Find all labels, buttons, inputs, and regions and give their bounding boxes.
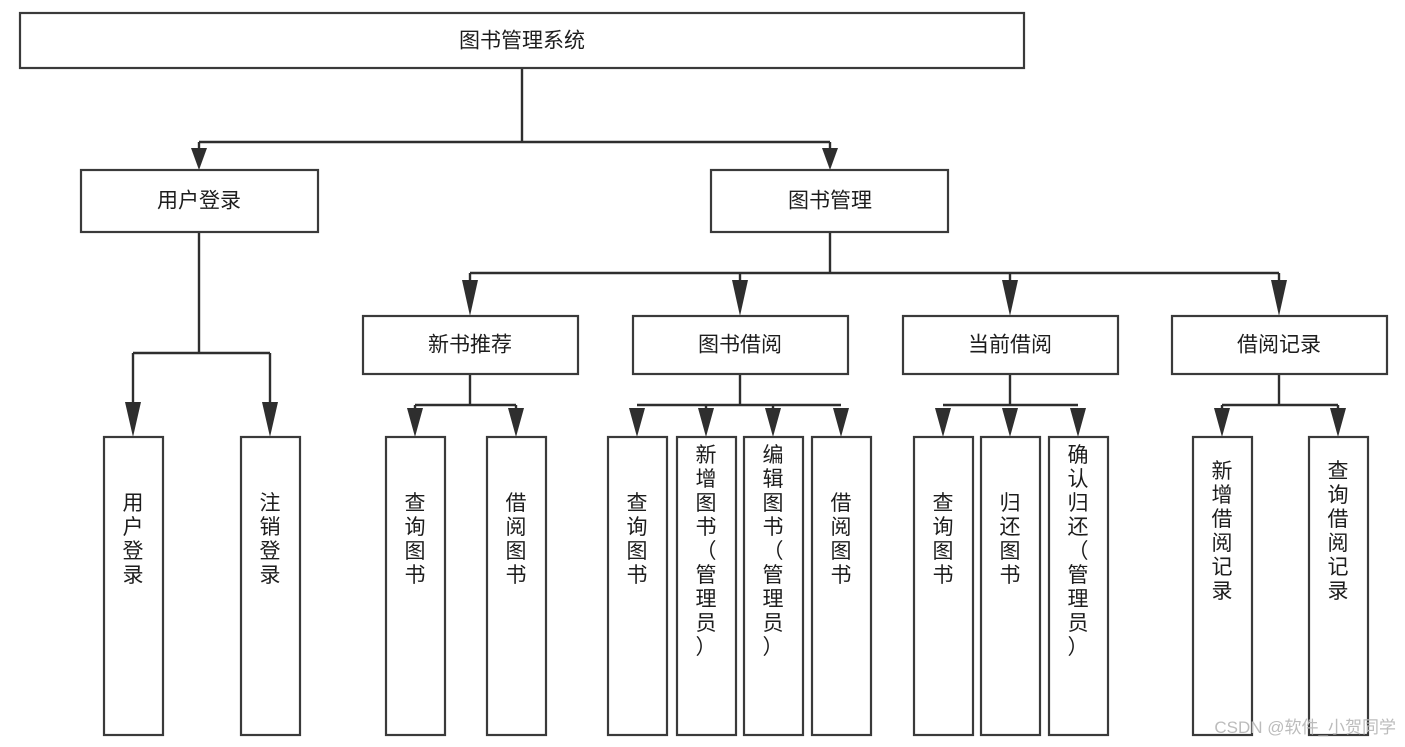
arrow-head-to-user-login (191, 148, 207, 170)
node-book-manage-label: 图书管理 (788, 190, 872, 213)
node-root-label: 图书管理系统 (459, 30, 585, 53)
node-leaf-borrow-book-1-box[interactable] (485, 435, 548, 737)
node-leaf-confirm-return-box[interactable] (1047, 435, 1110, 737)
arrow-head-to-leaf-edit-book (765, 408, 781, 437)
arrow-head-to-leaf-query-book-3 (935, 408, 951, 437)
node-leaf-query-book-3[interactable]: 查询图书 (912, 435, 975, 737)
node-book-borrow-box[interactable] (631, 314, 850, 376)
arrow-head-to-new-book-recommend (462, 280, 478, 316)
arrow-head-to-leaf-confirm-return (1070, 408, 1086, 437)
connector-group-book-manage (462, 232, 1287, 316)
node-book-manage[interactable]: 图书管理 (709, 168, 950, 234)
node-leaf-add-record-box[interactable] (1191, 435, 1254, 737)
node-user-login[interactable]: 用户登录 (79, 168, 320, 234)
node-leaf-query-record[interactable]: 查询借阅记录 (1307, 435, 1370, 737)
connector-group-borrow-record (1214, 374, 1346, 437)
node-leaf-add-record[interactable]: 新增借阅记录 (1191, 435, 1254, 737)
arrow-head-to-book-borrow (732, 280, 748, 316)
node-leaf-logout-label: 注销登录 (260, 492, 281, 587)
node-current-borrow[interactable]: 当前借阅 (901, 314, 1120, 376)
node-leaf-edit-book[interactable]: 编辑图书（管理员） (742, 435, 805, 737)
node-leaf-logout-box[interactable] (239, 435, 302, 737)
node-borrow-record-box[interactable] (1170, 314, 1389, 376)
node-leaf-query-book-3-label: 查询图书 (933, 492, 954, 587)
node-current-borrow-label: 当前借阅 (968, 334, 1052, 357)
node-borrow-record-label: 借阅记录 (1237, 334, 1321, 357)
node-user-login-box[interactable] (79, 168, 320, 234)
node-leaf-confirm-return-label: 确认归还（管理员） (1068, 444, 1089, 659)
node-leaf-logout[interactable]: 注销登录 (239, 435, 302, 737)
node-leaf-query-book-1[interactable]: 查询图书 (384, 435, 447, 737)
node-leaf-add-book[interactable]: 新增图书（管理员） (675, 435, 738, 737)
node-leaf-user-login-box[interactable] (102, 435, 165, 737)
arrow-head-to-current-borrow (1002, 280, 1018, 316)
node-new-book-recommend-box[interactable] (361, 314, 580, 376)
arrow-head-to-leaf-logout (262, 402, 278, 437)
arrow-head-to-leaf-add-book (698, 408, 714, 437)
node-leaf-borrow-book-2-label: 借阅图书 (831, 492, 852, 587)
arrow-head-to-leaf-query-book-2 (629, 408, 645, 437)
node-leaf-user-login-label: 用户登录 (123, 492, 144, 587)
arrow-head-to-leaf-return-book (1002, 408, 1018, 437)
arrow-head-to-borrow-record (1271, 280, 1287, 316)
node-leaf-query-record-label: 查询借阅记录 (1328, 460, 1349, 603)
node-leaf-user-login[interactable]: 用户登录 (102, 435, 165, 737)
node-book-borrow[interactable]: 图书借阅 (631, 314, 850, 376)
node-new-book-recommend[interactable]: 新书推荐 (361, 314, 580, 376)
arrow-head-to-leaf-query-record (1330, 408, 1346, 437)
node-leaf-return-book-box[interactable] (979, 435, 1042, 737)
connector-group-root (191, 68, 838, 170)
node-leaf-borrow-book-1-label: 借阅图书 (506, 492, 527, 587)
node-leaf-return-book-label: 归还图书 (1000, 492, 1021, 587)
node-borrow-record[interactable]: 借阅记录 (1170, 314, 1389, 376)
node-current-borrow-box[interactable] (901, 314, 1120, 376)
node-new-book-recommend-label: 新书推荐 (428, 334, 512, 357)
node-user-login-label: 用户登录 (157, 190, 241, 213)
connector-group-new-book-recommend (407, 374, 524, 437)
connector-group-user-login (125, 232, 278, 437)
node-leaf-confirm-return[interactable]: 确认归还（管理员） (1047, 435, 1110, 737)
node-root-box[interactable] (18, 11, 1026, 70)
connector-group-book-borrow (629, 374, 849, 437)
node-leaf-query-book-1-box[interactable] (384, 435, 447, 737)
node-leaf-query-book-2[interactable]: 查询图书 (606, 435, 669, 737)
node-leaf-query-book-3-box[interactable] (912, 435, 975, 737)
connector-group-current-borrow (935, 374, 1086, 437)
arrow-head-to-leaf-user-login (125, 402, 141, 437)
node-leaf-edit-book-label: 编辑图书（管理员） (763, 444, 784, 659)
node-root[interactable]: 图书管理系统 (18, 11, 1026, 70)
arrow-head-to-book-manage (822, 148, 838, 170)
node-leaf-query-record-box[interactable] (1307, 435, 1370, 737)
arrow-head-to-leaf-add-record (1214, 408, 1230, 437)
node-leaf-edit-book-box[interactable] (742, 435, 805, 737)
node-leaf-borrow-book-2[interactable]: 借阅图书 (810, 435, 873, 737)
node-book-borrow-label: 图书借阅 (698, 334, 782, 357)
node-leaf-return-book[interactable]: 归还图书 (979, 435, 1042, 737)
node-leaf-query-book-2-box[interactable] (606, 435, 669, 737)
node-leaf-add-record-label: 新增借阅记录 (1212, 460, 1233, 603)
node-leaf-query-book-1-label: 查询图书 (405, 492, 426, 587)
arrow-head-to-leaf-borrow-book-1 (508, 408, 524, 437)
node-leaf-borrow-book-1[interactable]: 借阅图书 (485, 435, 548, 737)
node-book-manage-box[interactable] (709, 168, 950, 234)
arrow-head-to-leaf-borrow-book-2 (833, 408, 849, 437)
arrow-head-to-leaf-query-book-1 (407, 408, 423, 437)
node-leaf-borrow-book-2-box[interactable] (810, 435, 873, 737)
node-leaf-add-book-label: 新增图书（管理员） (696, 444, 717, 659)
watermark-label: CSDN @软件_小贺同学 (1214, 718, 1396, 737)
node-leaf-add-book-box[interactable] (675, 435, 738, 737)
node-leaf-query-book-2-label: 查询图书 (627, 492, 648, 587)
